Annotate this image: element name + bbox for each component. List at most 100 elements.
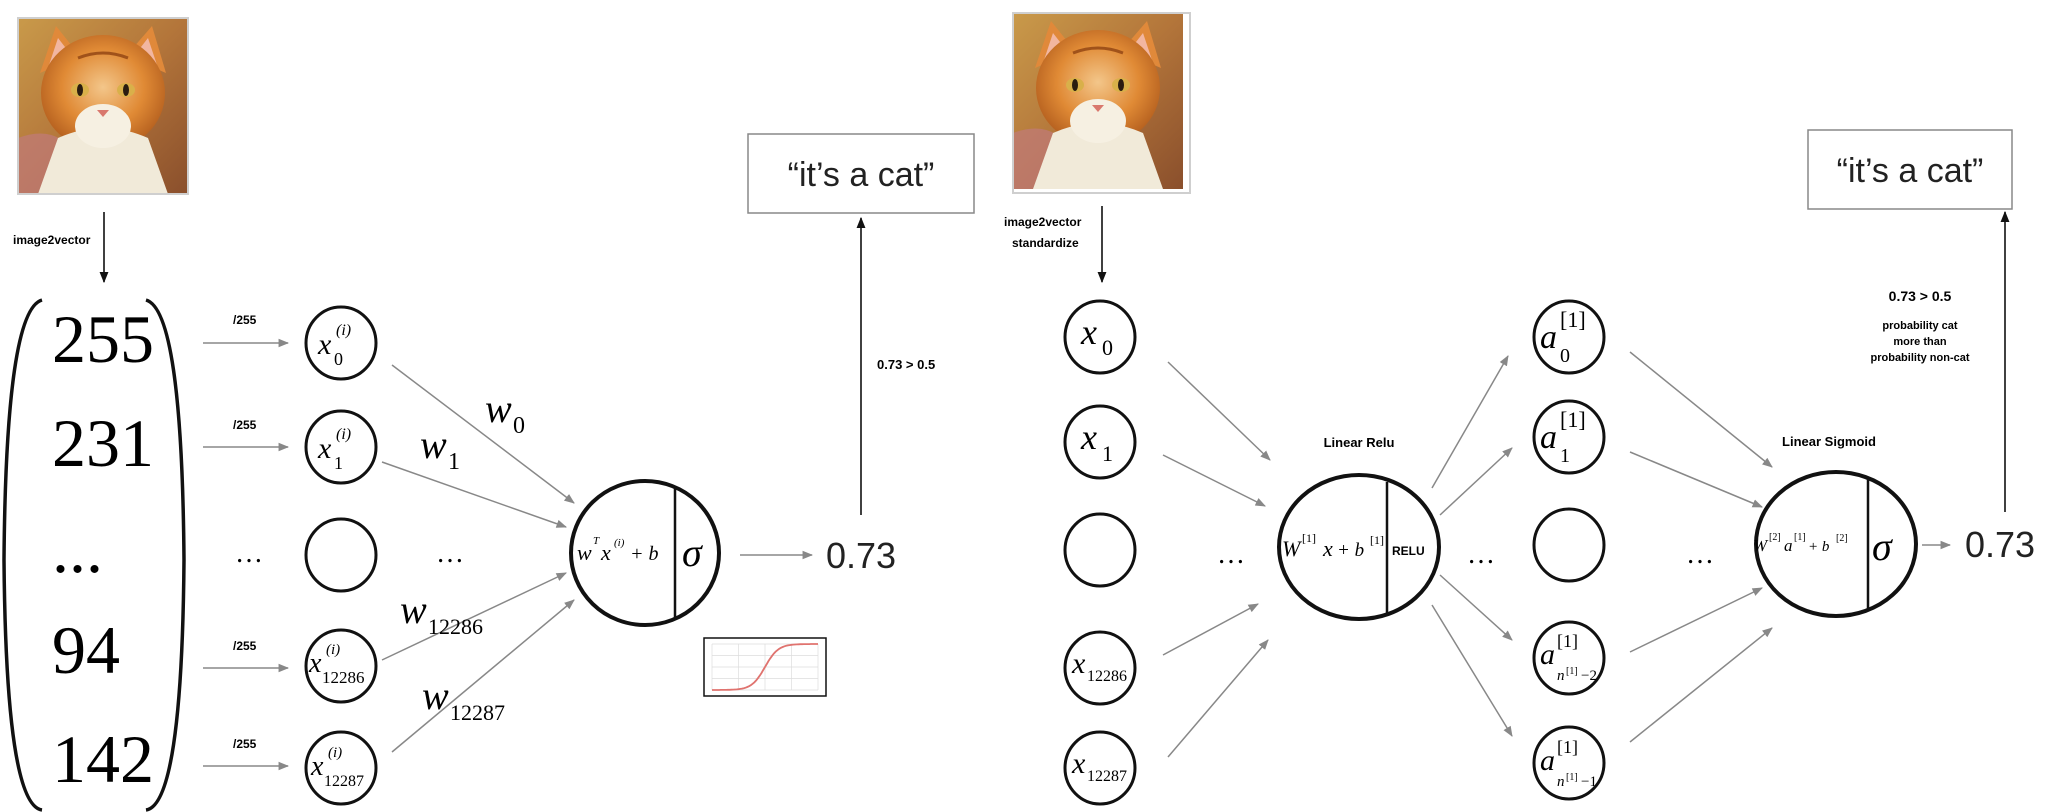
divide-label: /255 [233,737,257,751]
svg-text:a: a [1540,419,1557,456]
left-paren [2,298,43,812]
cat-image-left [16,16,190,196]
vector-value: 142 [52,721,154,797]
svg-text:a: a [1540,744,1555,777]
divide-label: /255 [233,313,257,327]
input-node-x0-right: x 0 [1063,299,1137,375]
edge-arrow [1629,451,1763,508]
svg-text:w: w [400,587,427,632]
svg-text:w: w [577,540,592,565]
threshold-left: 0.73 > 0.5 [877,357,935,372]
relu-label: RELU [1392,544,1425,558]
svg-text:W: W [1282,536,1302,561]
weight-w12287: w 12287 [422,673,505,725]
sigmoid-curve [712,643,818,691]
svg-text:(i): (i) [326,642,340,658]
weight-w12286: w 12286 [400,587,483,639]
svg-text:“it’s a cat”: “it’s a cat” [788,156,935,194]
input-node-x1: x (i) 1 [304,409,378,485]
weight-arrow [381,461,567,528]
svg-text:a: a [1540,319,1557,356]
svg-text:[1]: [1] [1557,631,1578,651]
ellipsis: … [436,538,464,569]
edge-arrow [1167,639,1269,758]
output-value-right: 0.73 [1965,524,2035,565]
svg-text:12286: 12286 [1087,668,1127,685]
edge-arrow [1439,447,1513,516]
sigmoid-plot [703,637,827,697]
svg-text:0: 0 [513,413,525,439]
edge-arrow [1167,361,1271,461]
svg-text:a: a [1540,638,1555,671]
svg-text:−2: −2 [1581,668,1597,684]
layer2-title: Linear Sigmoid [1782,434,1876,449]
svg-text:(i): (i) [614,537,625,549]
divide-label: /255 [233,639,257,653]
weight-w1: w 1 [420,422,460,475]
edge-arrow [1629,351,1773,468]
label-standardize: standardize [1012,236,1079,250]
hidden-node-a1: a [1] 1 [1532,399,1606,475]
weight-arrow [391,364,575,504]
layer1-title: Linear Relu [1324,435,1395,450]
threshold-right: 0.73 > 0.5 [1889,288,1952,304]
input-node-x1-right: x 1 [1063,404,1137,480]
edge-arrow [1162,454,1266,507]
cat-image-right [1011,11,1191,194]
svg-text:x: x [1071,647,1086,680]
svg-text:1: 1 [1560,445,1570,467]
right-diagram: image2vector standardize x 0 x 1 x 12286… [1004,11,2035,806]
ellipsis: … [1467,539,1495,570]
input-node-x0: x (i) 0 [304,305,378,381]
svg-text:[1]: [1] [1566,666,1578,677]
svg-text:T: T [593,535,600,547]
input-node-x12287-right: x 12287 [1063,730,1137,806]
edge-arrow [1431,355,1509,489]
explain-line: probability cat [1882,320,1958,332]
svg-text:−1: −1 [1581,774,1597,790]
right-paren [145,298,186,812]
input-node-x12286-right: x 12286 [1063,630,1137,706]
svg-text:x: x [317,432,332,465]
hidden-node-empty [1532,507,1606,583]
svg-text:12287: 12287 [450,700,505,725]
svg-text:w: w [420,422,447,467]
svg-text:[1]: [1] [1302,531,1316,545]
svg-text:x: x [1080,312,1097,352]
svg-text:+ b: + b [1808,539,1830,555]
svg-text:+ b: + b [1337,540,1364,561]
left-diagram: image2vector 255 231 ... 94 142 /255 /25… [2,16,975,812]
svg-text:a: a [1784,536,1793,555]
edge-arrow [1629,627,1773,743]
sigma-symbol: σ [1872,524,1893,569]
svg-text:w: w [485,386,512,431]
svg-text:x: x [1080,417,1097,457]
vector-value: ... [52,511,103,587]
layer2-neuron: W [2] a [1] + b [2] σ [1753,470,1918,618]
label-image2vector-left: image2vector [13,233,91,247]
weight-arrow [381,572,567,661]
divide-label: /255 [233,418,257,432]
input-node-empty [304,517,378,593]
ellipsis: … [1217,539,1245,570]
svg-text:[1]: [1] [1557,737,1578,757]
edge-arrow [1431,604,1513,737]
svg-text:x: x [310,751,324,782]
result-box-left: “it’s a cat” [747,133,975,214]
svg-text:0: 0 [1102,335,1113,360]
output-value-left: 0.73 [826,535,896,576]
edge-arrow [1439,574,1513,641]
vector-value: 94 [52,612,120,688]
svg-text:n: n [1557,668,1565,684]
explain-line: more than [1893,336,1946,348]
weight-arrow [391,599,575,753]
ellipsis: … [1686,539,1714,570]
svg-text:[1]: [1] [1794,532,1806,543]
svg-text:[1]: [1] [1560,407,1586,432]
label-image2vector-right: image2vector [1004,215,1082,229]
weight-w0: w 0 [485,386,525,439]
input-node-empty-right [1063,512,1137,588]
sigma-symbol: σ [682,530,703,575]
svg-text:[2]: [2] [1836,533,1848,544]
